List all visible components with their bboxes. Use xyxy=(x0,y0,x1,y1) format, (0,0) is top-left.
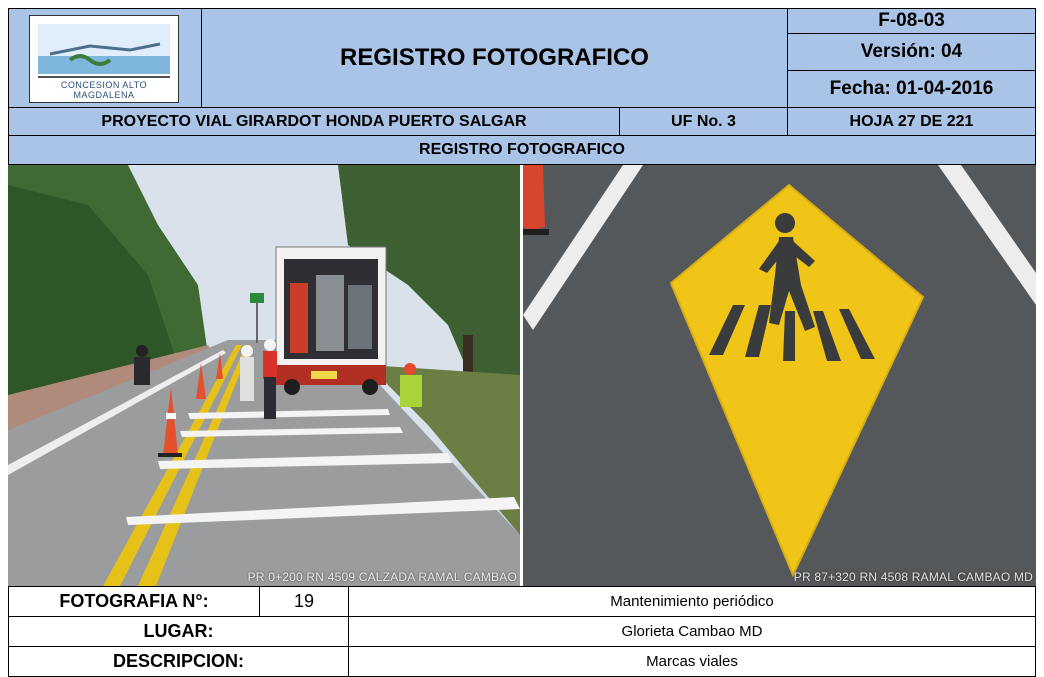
project-name: PROYECTO VIAL GIRARDOT HONDA PUERTO SALG… xyxy=(8,107,620,136)
place-label: LUGAR: xyxy=(8,616,349,647)
doc-code: F-08-03 xyxy=(787,8,1036,34)
photo-right-caption: PR 87+320 RN 4508 RAMAL CAMBAO MD xyxy=(793,570,1033,584)
doc-version: Versión: 04 xyxy=(787,33,1036,71)
page-title: REGISTRO FOTOGRAFICO xyxy=(201,8,788,108)
photo-title: Mantenimiento periódico xyxy=(348,586,1036,617)
photo-number: 19 xyxy=(259,586,349,617)
description-label: DESCRIPCION: xyxy=(8,646,349,677)
photo-number-label: FOTOGRAFIA N°: xyxy=(8,586,260,617)
photo-right: PR 87+320 RN 4508 RAMAL CAMBAO MD xyxy=(523,165,1036,586)
pedestrian-marking-photo xyxy=(523,165,1036,586)
description-value: Marcas viales xyxy=(348,646,1036,677)
logo-text: CONCESION ALTO MAGDALENA xyxy=(60,80,148,100)
logo-graphic xyxy=(38,24,170,78)
photo-left: PR 0+200 RN 4509 CALZADA RAMAL CAMBAO xyxy=(8,165,520,586)
doc-date: Fecha: 01-04-2016 xyxy=(787,70,1036,108)
photo-left-caption: PR 0+200 RN 4509 CALZADA RAMAL CAMBAO xyxy=(247,570,517,584)
logo: CONCESION ALTO MAGDALENA xyxy=(29,15,179,103)
section-title: REGISTRO FOTOGRAFICO xyxy=(8,135,1036,165)
uf-number: UF No. 3 xyxy=(619,107,788,136)
logo-cell: CONCESION ALTO MAGDALENA xyxy=(8,8,202,108)
sheet-number: HOJA 27 DE 221 xyxy=(787,107,1036,136)
road-work-photo xyxy=(8,165,520,586)
place-value: Glorieta Cambao MD xyxy=(348,616,1036,647)
